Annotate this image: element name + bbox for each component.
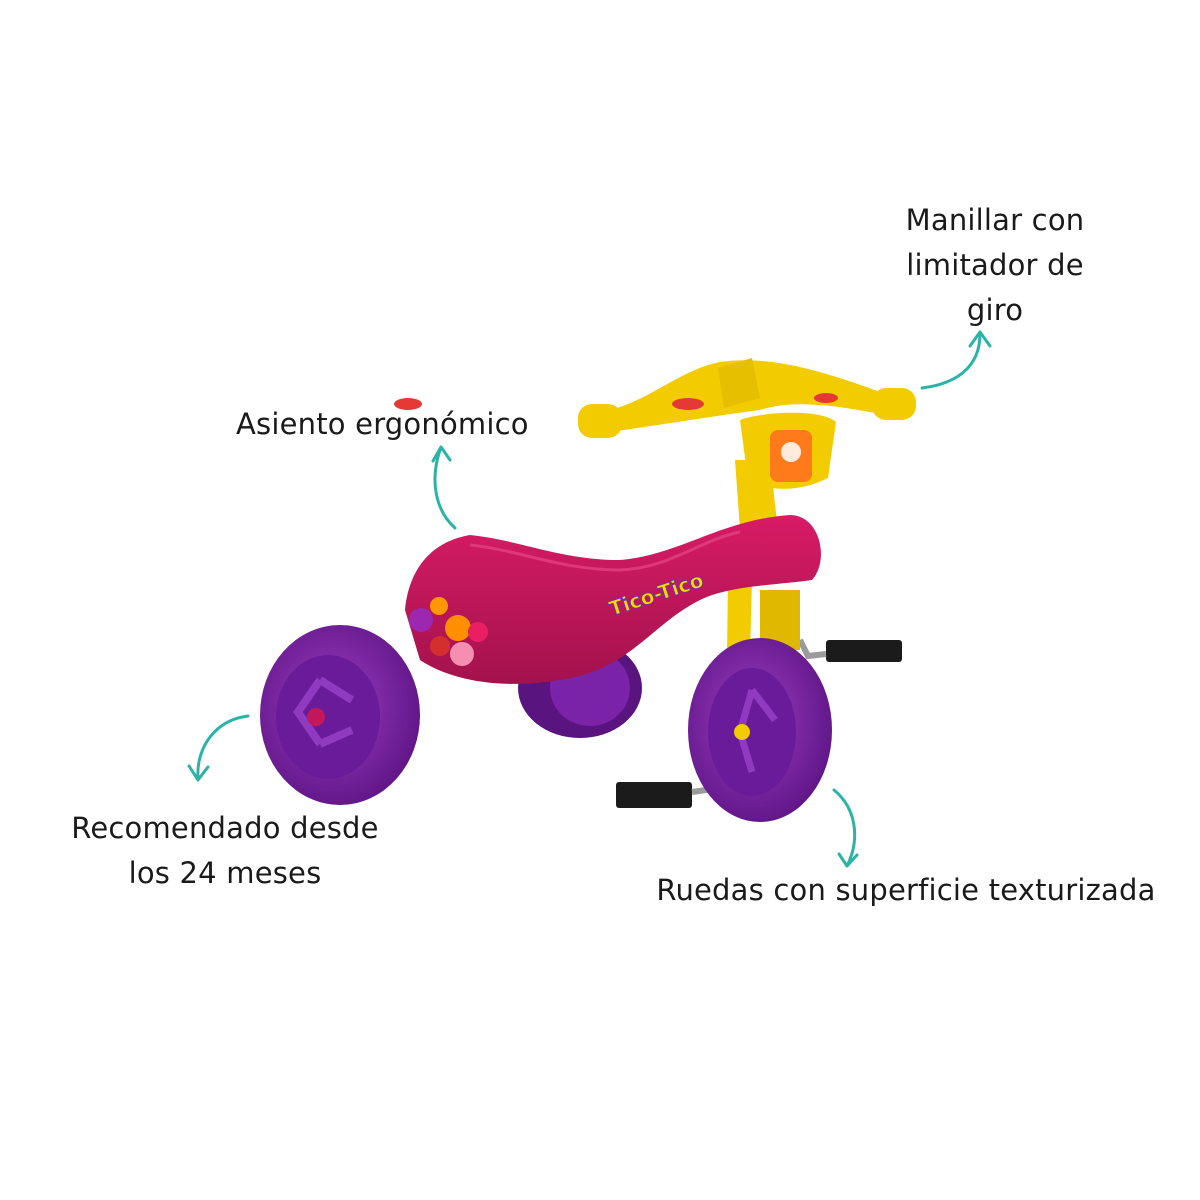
callout-manillar-line1: Manillar con (905, 203, 1085, 237)
spiral-decals (409, 597, 488, 666)
callout-manillar-line3: giro (966, 293, 1024, 327)
callout-manillar-line2: limitador de (906, 248, 1084, 282)
front-wheel (688, 638, 832, 822)
arrow-manillar (920, 332, 982, 390)
rear-near-wheel (260, 625, 420, 805)
seat-body: Tico-Tico (405, 515, 821, 684)
callout-manillar: Manillar con limitador de giro (880, 198, 1110, 333)
arrow-ruedas (832, 788, 857, 866)
callout-recomendado: Recomendado desde los 24 meses (30, 806, 420, 896)
callout-recomendado-line1: Recomendado desde (71, 811, 379, 845)
pedals (616, 638, 902, 808)
callout-asiento: Asiento ergonómico (236, 407, 529, 441)
handlebar (394, 358, 916, 489)
arrow-asiento (433, 448, 457, 530)
callout-recomendado-line2: los 24 meses (128, 856, 322, 890)
callout-ruedas: Ruedas con superficie texturizada (656, 873, 1156, 907)
arrow-recomendado (196, 714, 250, 780)
